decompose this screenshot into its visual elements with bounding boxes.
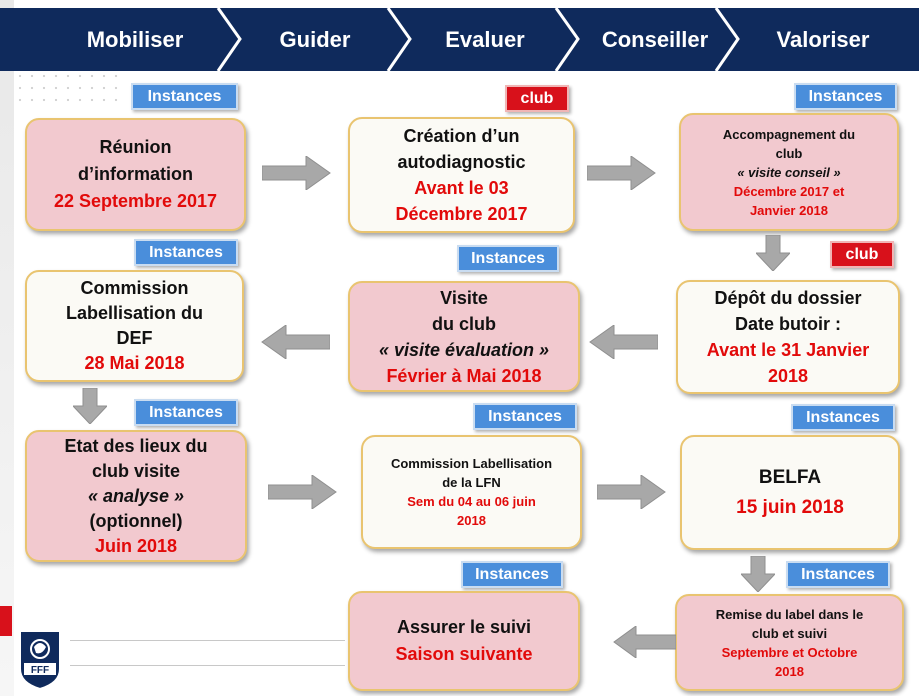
- box-commission-def: Commission Labellisation du DEF 28 Mai 2…: [25, 270, 244, 382]
- left-edge-shading: [0, 0, 14, 696]
- tag-instances-belfa: Instances: [791, 404, 895, 431]
- visite-line1: Visite: [440, 287, 488, 308]
- reunion-date: 22 Septembre 2017: [53, 191, 218, 211]
- etat-date: Juin 2018: [94, 535, 178, 556]
- footer-line-2: [70, 665, 345, 666]
- box-belfa: BELFA 15 juin 2018: [680, 435, 900, 550]
- fff-logo-icon: [19, 630, 61, 691]
- box-assurer-suivi: Assurer le suivi Saison suivante: [348, 591, 580, 691]
- belfa-date: 15 juin 2018: [736, 496, 844, 518]
- tag-instances-accompagnement: Instances: [794, 83, 897, 110]
- visite-line2: du club: [432, 313, 496, 334]
- remise-date1: Septembre et Octobre: [721, 644, 858, 660]
- commission-def-line1: Commission: [80, 278, 189, 298]
- arrow-down-accompagnement-icon: [756, 235, 790, 271]
- banner-chevrons: [0, 8, 919, 71]
- footer-line-1: [70, 640, 345, 641]
- step-evaluer: Evaluer: [445, 27, 525, 52]
- step-guider: Guider: [279, 27, 351, 52]
- accompagnement-line1: Accompagnement du: [722, 126, 856, 142]
- tag-instances-commission-def: Instances: [134, 239, 238, 266]
- commission-def-date: 28 Mai 2018: [84, 353, 185, 373]
- depot-date1: Avant le 31 Janvier: [706, 340, 870, 360]
- visite-line3: « visite évaluation »: [378, 339, 550, 360]
- depot-line1: Dépôt du dossier: [714, 288, 862, 308]
- etat-line3: « analyse »: [87, 485, 185, 506]
- commission-def-line2: Labellisation du: [65, 303, 203, 323]
- remise-line2: club et suivi: [751, 625, 828, 641]
- belfa-line1: BELFA: [758, 466, 822, 488]
- red-accent-bar: [0, 606, 12, 636]
- suivi-date: Saison suivante: [395, 644, 533, 664]
- tag-instances-reunion: Instances: [131, 83, 238, 110]
- box-commission-lfn: Commission Labellisation de la LFN Sem d…: [361, 435, 582, 549]
- suivi-line1: Assurer le suivi: [396, 617, 532, 637]
- arrow-right-row1a-icon: [262, 156, 331, 190]
- depot-date2: 2018: [767, 366, 809, 386]
- autodiag-date2: Décembre 2017: [395, 204, 528, 224]
- accompagnement-line2: club: [775, 145, 803, 161]
- fff-logo-text: FFF: [30, 665, 50, 676]
- remise-line1: Remise du label dans le: [715, 606, 864, 622]
- step-conseiller: Conseiller: [601, 27, 709, 52]
- lfn-line2: de la LFN: [442, 475, 501, 490]
- tag-instances-etat: Instances: [134, 399, 238, 426]
- box-etat-des-lieux: Etat des lieux du club visite « analyse …: [25, 430, 247, 562]
- lfn-line1: Commission Labellisation: [390, 456, 553, 471]
- box-remise-label: Remise du label dans le club et suivi Se…: [675, 594, 904, 691]
- autodiag-date1: Avant le 03: [414, 178, 509, 198]
- box-autodiagnostic: Création d’un autodiagnostic Avant le 03…: [348, 117, 575, 233]
- tag-club-autodiag: club: [505, 85, 569, 112]
- accompagnement-line3: « visite conseil »: [737, 164, 841, 180]
- box-reunion-information: Réunion d’information 22 Septembre 2017: [25, 118, 246, 231]
- reunion-line1: Réunion: [99, 137, 172, 157]
- arrow-down-belfa-icon: [741, 556, 775, 592]
- box-depot-dossier: Dépôt du dossier Date butoir : Avant le …: [676, 280, 900, 394]
- tag-instances-lfn: Instances: [473, 403, 577, 430]
- depot-line2: Date butoir :: [735, 314, 841, 334]
- etat-line4: (optionnel): [89, 510, 183, 531]
- remise-date2: 2018: [775, 663, 804, 679]
- arrow-right-row3b-icon: [597, 475, 666, 509]
- tag-instances-remise: Instances: [786, 561, 890, 588]
- commission-def-line3: DEF: [116, 328, 153, 348]
- arrow-right-row3a-icon: [268, 475, 337, 509]
- accompagnement-date2: Janvier 2018: [749, 202, 829, 218]
- arrow-right-row1b-icon: [587, 156, 656, 190]
- lfn-date2: 2018: [457, 513, 486, 528]
- lfn-date1: Sem du 04 au 06 juin: [407, 494, 536, 509]
- etat-line2: club visite: [91, 460, 181, 481]
- box-accompagnement: Accompagnement du club « visite conseil …: [679, 113, 899, 231]
- reunion-line2: d’information: [78, 164, 193, 184]
- tag-instances-suivi: Instances: [461, 561, 563, 588]
- arrow-left-row4-icon: [613, 626, 676, 658]
- tag-instances-visite: Instances: [457, 245, 559, 272]
- visite-date: Février à Mai 2018: [386, 365, 542, 386]
- accompagnement-date1: Décembre 2017 et: [733, 183, 845, 199]
- etat-line1: Etat des lieux du: [64, 435, 208, 456]
- autodiag-line1: Création d’un: [403, 126, 520, 146]
- arrow-left-row2a-icon: [261, 325, 330, 359]
- arrow-down-commission-icon: [73, 388, 107, 424]
- step-valoriser: Valoriser: [776, 27, 870, 52]
- process-banner: Mobiliser Guider Evaluer Conseiller Valo…: [0, 8, 919, 71]
- autodiag-line2: autodiagnostic: [397, 152, 526, 172]
- box-visite-club: Visite du club « visite évaluation » Fév…: [348, 281, 580, 392]
- step-mobiliser: Mobiliser: [86, 27, 184, 52]
- arrow-left-row2b-icon: [589, 325, 658, 359]
- tag-club-depot: club: [830, 241, 894, 268]
